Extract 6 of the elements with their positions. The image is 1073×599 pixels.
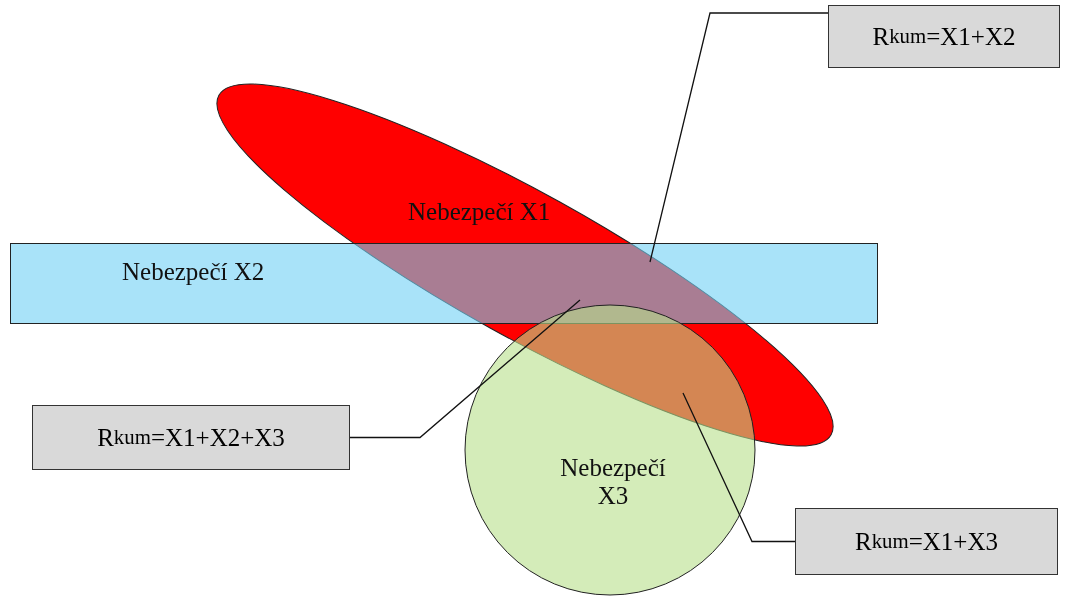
hazard-label: Nebezpečí X1	[408, 198, 551, 226]
leader-line	[649, 12, 829, 263]
hazard-label: Nebezpečí X3	[559, 454, 667, 510]
hazard-label: Nebezpečí X2	[122, 258, 265, 286]
leader-line	[349, 299, 581, 439]
leader-line	[682, 392, 796, 543]
